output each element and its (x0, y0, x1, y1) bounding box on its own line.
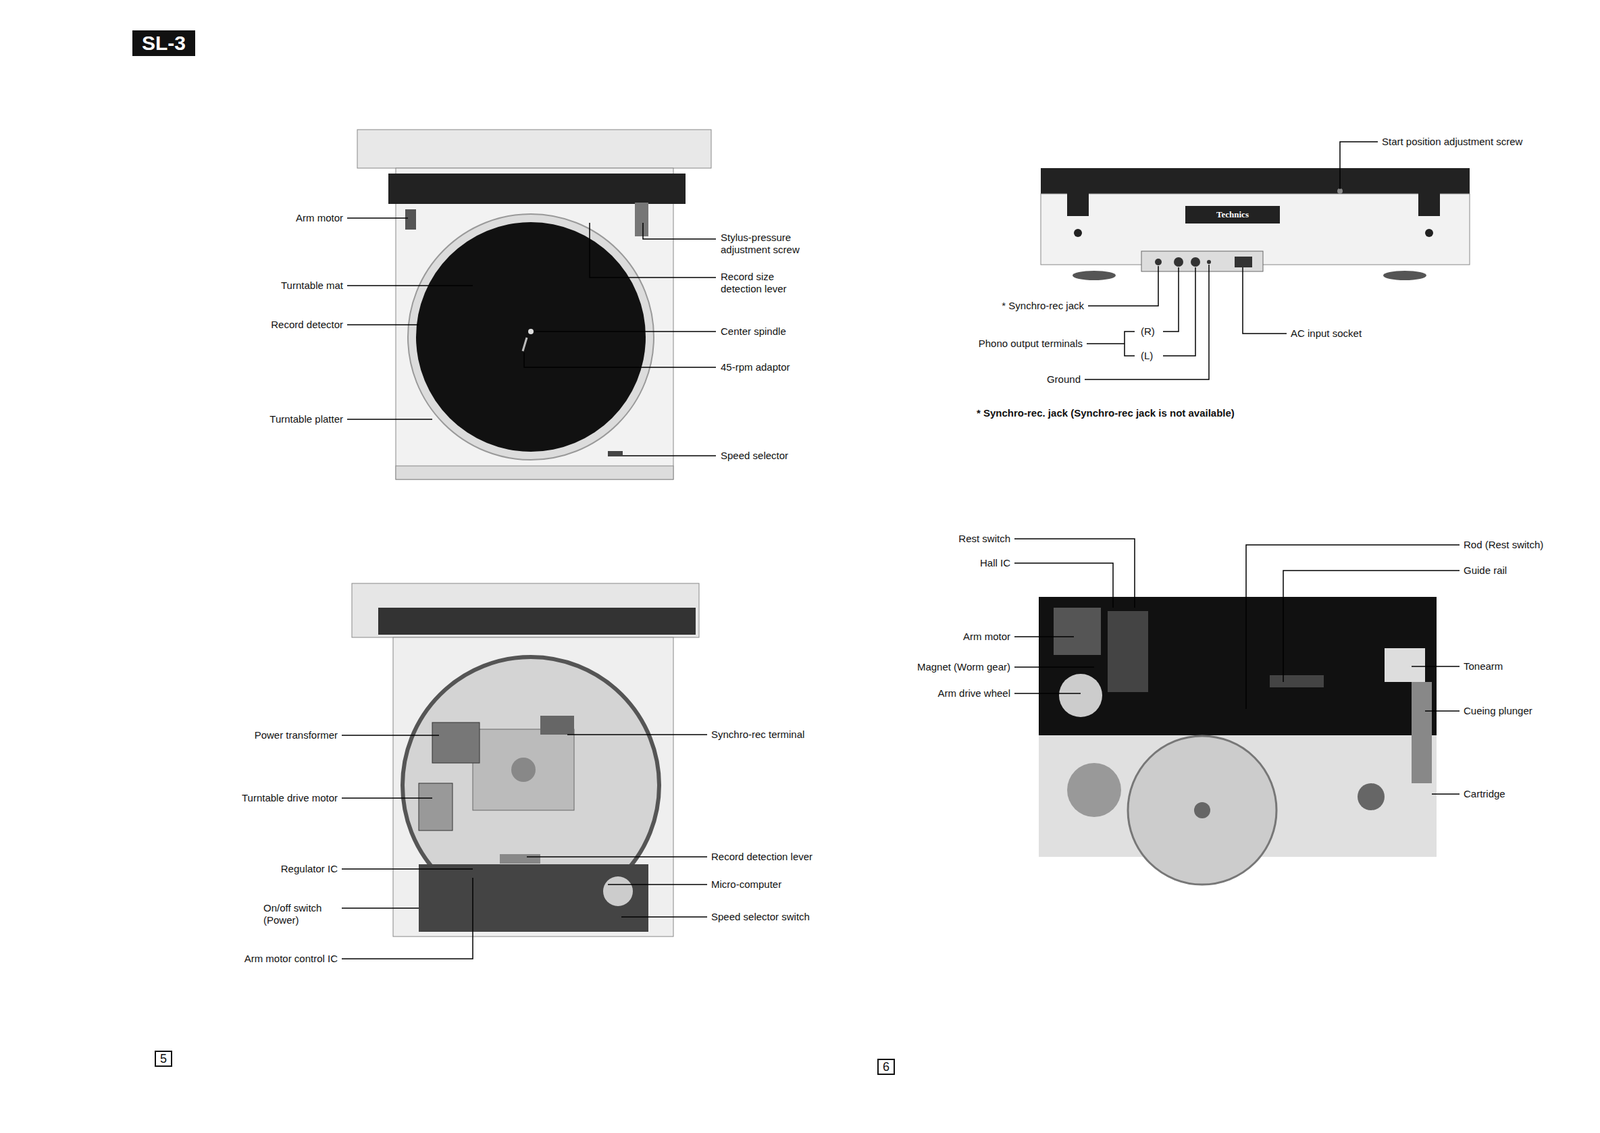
part-label: Center spindle (720, 325, 787, 338)
part-label: On/off switch (Power) (263, 902, 338, 927)
part-label: * Synchro-rec. jack (Synchro-rec jack is… (976, 407, 1235, 420)
part-label: Hall IC (979, 557, 1011, 570)
model-badge: SL-3 (132, 30, 196, 57)
part-label: Synchro-rec terminal (711, 728, 805, 741)
part-label: Record detector (270, 318, 344, 331)
part-label: (R) (1140, 325, 1155, 338)
part-label: AC input socket (1290, 327, 1362, 340)
part-label: Rod (Rest switch) (1463, 538, 1544, 552)
arm-mechanism-view (1038, 597, 1437, 885)
part-label: Ground (1046, 373, 1081, 386)
part-label: Cartridge (1463, 788, 1506, 801)
part-label: Arm motor (295, 212, 344, 225)
part-label: Start position adjustment screw (1381, 135, 1523, 148)
turntable-rear-view (1040, 168, 1470, 281)
part-label: Magnet (Worm gear) (917, 661, 1011, 674)
part-label: Arm drive wheel (937, 687, 1011, 700)
brand-name: Technics (1216, 208, 1249, 221)
part-label: Stylus-pressure adjustment screw (720, 231, 809, 256)
part-label: Power transformer (254, 729, 338, 742)
turntable-top-view (357, 129, 712, 480)
part-label: Rest switch (958, 532, 1011, 546)
part-label: Guide rail (1463, 564, 1507, 577)
part-label: Record size detection lever (720, 270, 809, 296)
part-label: Micro-computer (711, 878, 782, 891)
part-label: Turntable platter (269, 413, 344, 426)
part-label: 45-rpm adaptor (720, 361, 791, 374)
part-label: Speed selector switch (711, 911, 810, 924)
page-number: 5 (154, 1050, 173, 1068)
part-label: Tonearm (1463, 660, 1503, 673)
leader-lines (341, 141, 1460, 960)
nameplate (1185, 205, 1280, 224)
part-label: Arm motor (963, 630, 1011, 643)
part-label: Phono output terminals (978, 337, 1083, 350)
part-label: * Synchro-rec jack (1001, 299, 1085, 313)
part-label: Speed selector (720, 449, 789, 462)
part-label: Turntable mat (280, 279, 344, 292)
part-label: Record detection lever (711, 850, 813, 864)
part-label: Cueing plunger (1463, 705, 1533, 718)
page-number: 6 (877, 1059, 895, 1076)
turntable-inside-view (351, 583, 700, 937)
part-label: (L) (1140, 349, 1153, 363)
part-label: Regulator IC (280, 863, 338, 876)
part-label: Arm motor control IC (244, 952, 338, 966)
part-label: Turntable drive motor (241, 792, 338, 805)
